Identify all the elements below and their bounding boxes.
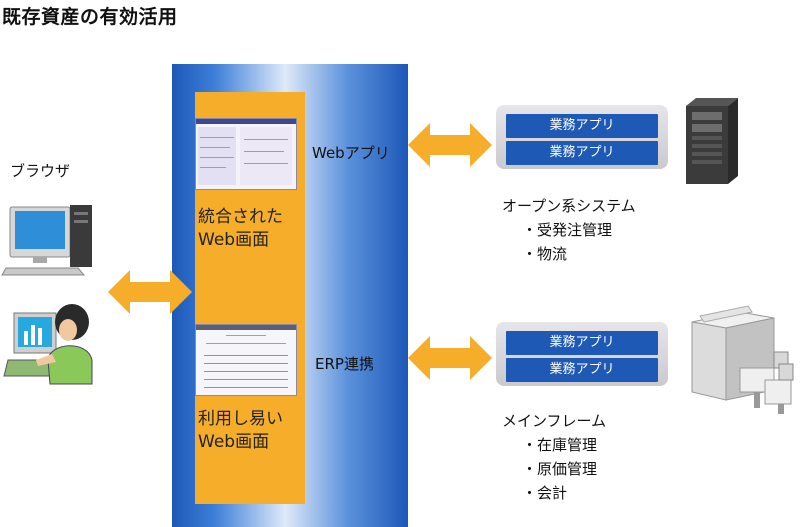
- mainframe-app-1: 業務アプリ: [506, 331, 658, 355]
- integrated-screen-label-1: 統合された: [198, 207, 283, 227]
- browser-label: ブラウザ: [10, 162, 71, 180]
- mainframe-app-2: 業務アプリ: [506, 358, 658, 382]
- mainframe-name: メインフレーム: [502, 412, 607, 430]
- web-app-label: Webアプリ: [312, 144, 390, 162]
- usable-screen-label-1: 利用し易い: [198, 409, 283, 429]
- usable-screen-label-2: Web画面: [198, 432, 270, 452]
- open-system-panel: 業務アプリ 業務アプリ: [496, 105, 668, 169]
- mainframe-item-3: ・会計: [522, 484, 568, 502]
- mainframe-panel: 業務アプリ 業務アプリ: [496, 322, 668, 386]
- open-system-name: オープン系システム: [502, 197, 636, 215]
- erp-label: ERP連携: [315, 355, 374, 373]
- mainframe-item-1: ・在庫管理: [522, 436, 598, 454]
- integrated-screen-thumbnail: [195, 118, 297, 190]
- open-system-item-2: ・物流: [522, 245, 568, 263]
- portal-panel: 統合された Web画面 利用し易い Web画面: [195, 92, 305, 504]
- erp-double-arrow: [408, 336, 492, 380]
- open-system-app-1: 業務アプリ: [506, 114, 658, 138]
- open-system-app-2: 業務アプリ: [506, 141, 658, 165]
- browser-double-arrow: [108, 270, 192, 314]
- web-app-double-arrow: [408, 123, 492, 167]
- page-title: 既存資産の有効活用: [2, 6, 178, 28]
- open-system-item-1: ・受発注管理: [522, 221, 613, 239]
- mainframe-item-2: ・原価管理: [522, 460, 598, 478]
- integrated-screen-label-2: Web画面: [198, 230, 270, 250]
- usable-screen-thumbnail: [195, 324, 297, 396]
